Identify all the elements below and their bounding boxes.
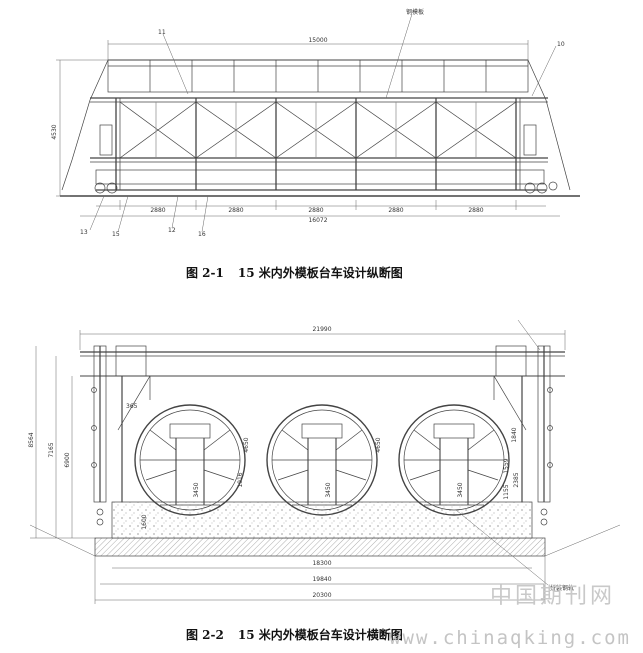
figure-2-caption-title: 15 米内外模板台车设计横断图 — [237, 628, 403, 642]
dim-height: 4530 — [51, 124, 58, 139]
dim-ring-lower-2: 3450 — [325, 482, 332, 497]
dim-spacing-3: 2880 — [308, 207, 323, 214]
dim-right-4: 2385 — [513, 472, 520, 487]
dim-width-20300: 20300 — [312, 592, 331, 599]
callout-10: 10 — [557, 41, 565, 48]
dim-right-3: 1155 — [503, 484, 510, 499]
dim-height-mid: 7165 — [48, 442, 55, 457]
figure-1-caption-number: 图 2-1 — [186, 266, 224, 280]
dim-right-1: 1840 — [511, 427, 518, 442]
figure-1-caption-title: 15 米内外模板台车设计纵断图 — [237, 266, 403, 280]
dim-top-span: 15000 — [308, 37, 327, 44]
callout-formwork: 钢模板 — [406, 8, 424, 16]
dim-ring-base: 1600 — [141, 514, 148, 529]
dim-spacing-5: 2880 — [468, 207, 483, 214]
dim-offset: 365 — [126, 403, 138, 410]
dim-top-width: 21990 — [312, 326, 331, 333]
figure-2-caption: 图 2-2 15 米内外模板台车设计横断图 — [186, 626, 403, 643]
callout-16: 16 — [198, 231, 206, 238]
dim-height-inner: 6900 — [64, 452, 71, 467]
dim-ring-height: 4650 — [243, 437, 250, 452]
dim-bottom-total: 16072 — [308, 217, 327, 224]
callout-12: 12 — [168, 227, 176, 234]
watermark-url: www.chinaqking.com — [389, 627, 631, 649]
dim-ring-lower-1: 3450 — [193, 482, 200, 497]
dim-ring-lower-3: 3450 — [457, 482, 464, 497]
callout-15: 15 — [112, 231, 120, 238]
dim-height-total: 8564 — [28, 432, 35, 447]
figure-2-caption-number: 图 2-2 — [186, 628, 224, 642]
dim-right-2: 1559 — [503, 458, 510, 473]
dim-spacing-1: 2880 — [150, 207, 165, 214]
figure-1-caption: 图 2-1 15 米内外模板台车设计纵断图 — [186, 264, 403, 281]
longitudinal-section-drawing: 15000 4530 2880 2880 2880 2880 2880 1607… — [51, 8, 580, 238]
dim-ring-height-2: 4650 — [375, 437, 382, 452]
dim-width-18300: 18300 — [312, 560, 331, 567]
cross-section-drawing: 21990 8564 7165 6900 18300 19840 20300 4… — [28, 319, 621, 604]
callout-rail: 拼装钢轨 — [550, 584, 574, 592]
dim-ring-small: 1916 — [237, 472, 244, 487]
dim-width-19840: 19840 — [312, 576, 331, 583]
callout-11: 11 — [158, 29, 166, 36]
watermark-chinese: 中国期刊网 — [489, 584, 615, 609]
dim-spacing-4: 2880 — [388, 207, 403, 214]
dim-spacing-2: 2880 — [228, 207, 243, 214]
callout-13: 13 — [80, 229, 88, 236]
